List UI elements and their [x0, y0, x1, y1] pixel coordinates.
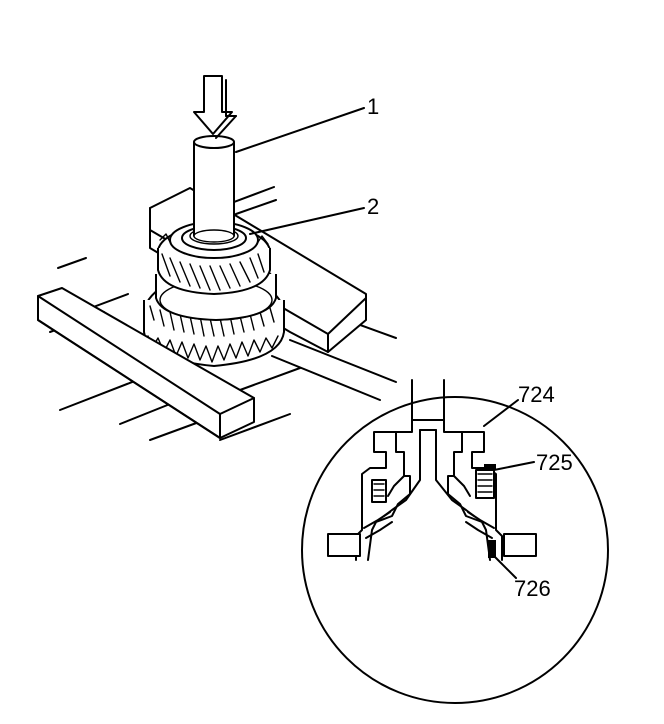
leader-line-725: [493, 461, 535, 471]
leader-line-724: [483, 399, 519, 427]
press-tool-shaft: [193, 135, 235, 243]
press-direction-arrow: [193, 75, 237, 139]
front-support-bar: [37, 287, 255, 439]
callout-2: 2: [367, 194, 380, 219]
gear-assembly: [143, 221, 285, 367]
callout-726: 726: [514, 576, 551, 601]
callout-724: 724: [518, 382, 555, 407]
detail-view: [301, 379, 609, 704]
callout-1: 1: [367, 94, 380, 119]
support-rails: [49, 186, 397, 441]
leader-line-2: [249, 207, 365, 235]
leader-line-726: [493, 555, 517, 579]
callout-725: 725: [536, 450, 573, 475]
leader-line-1: [235, 107, 365, 153]
